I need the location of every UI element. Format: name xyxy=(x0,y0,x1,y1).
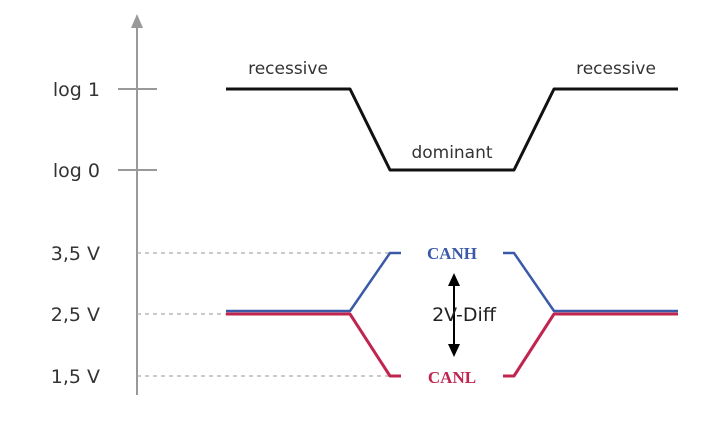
y-label-3-5v: 3,5 V xyxy=(51,243,100,265)
y-label-1-5v: 1,5 V xyxy=(51,366,100,388)
label-recessive-right: recessive xyxy=(576,59,656,79)
label-differential: 2V-Diff xyxy=(432,304,497,326)
diff-arrow-down-icon xyxy=(448,344,460,357)
logic-waveform xyxy=(226,87,678,172)
canh-waveform-right xyxy=(503,251,678,313)
y-label-log0: log 0 xyxy=(53,160,100,182)
label-recessive-left: recessive xyxy=(248,59,328,79)
label-dominant: dominant xyxy=(411,143,492,163)
y-label-2-5v: 2,5 V xyxy=(51,304,100,326)
canl-waveform-left xyxy=(226,312,401,378)
canl-waveform-right xyxy=(503,312,678,378)
label-canl: CANL xyxy=(428,368,476,387)
diff-arrow-up-icon xyxy=(448,273,460,286)
canh-waveform-left xyxy=(226,251,401,313)
y-axis-arrow-icon xyxy=(131,14,143,28)
label-canh: CANH xyxy=(427,244,477,263)
y-label-log1: log 1 xyxy=(53,79,100,101)
